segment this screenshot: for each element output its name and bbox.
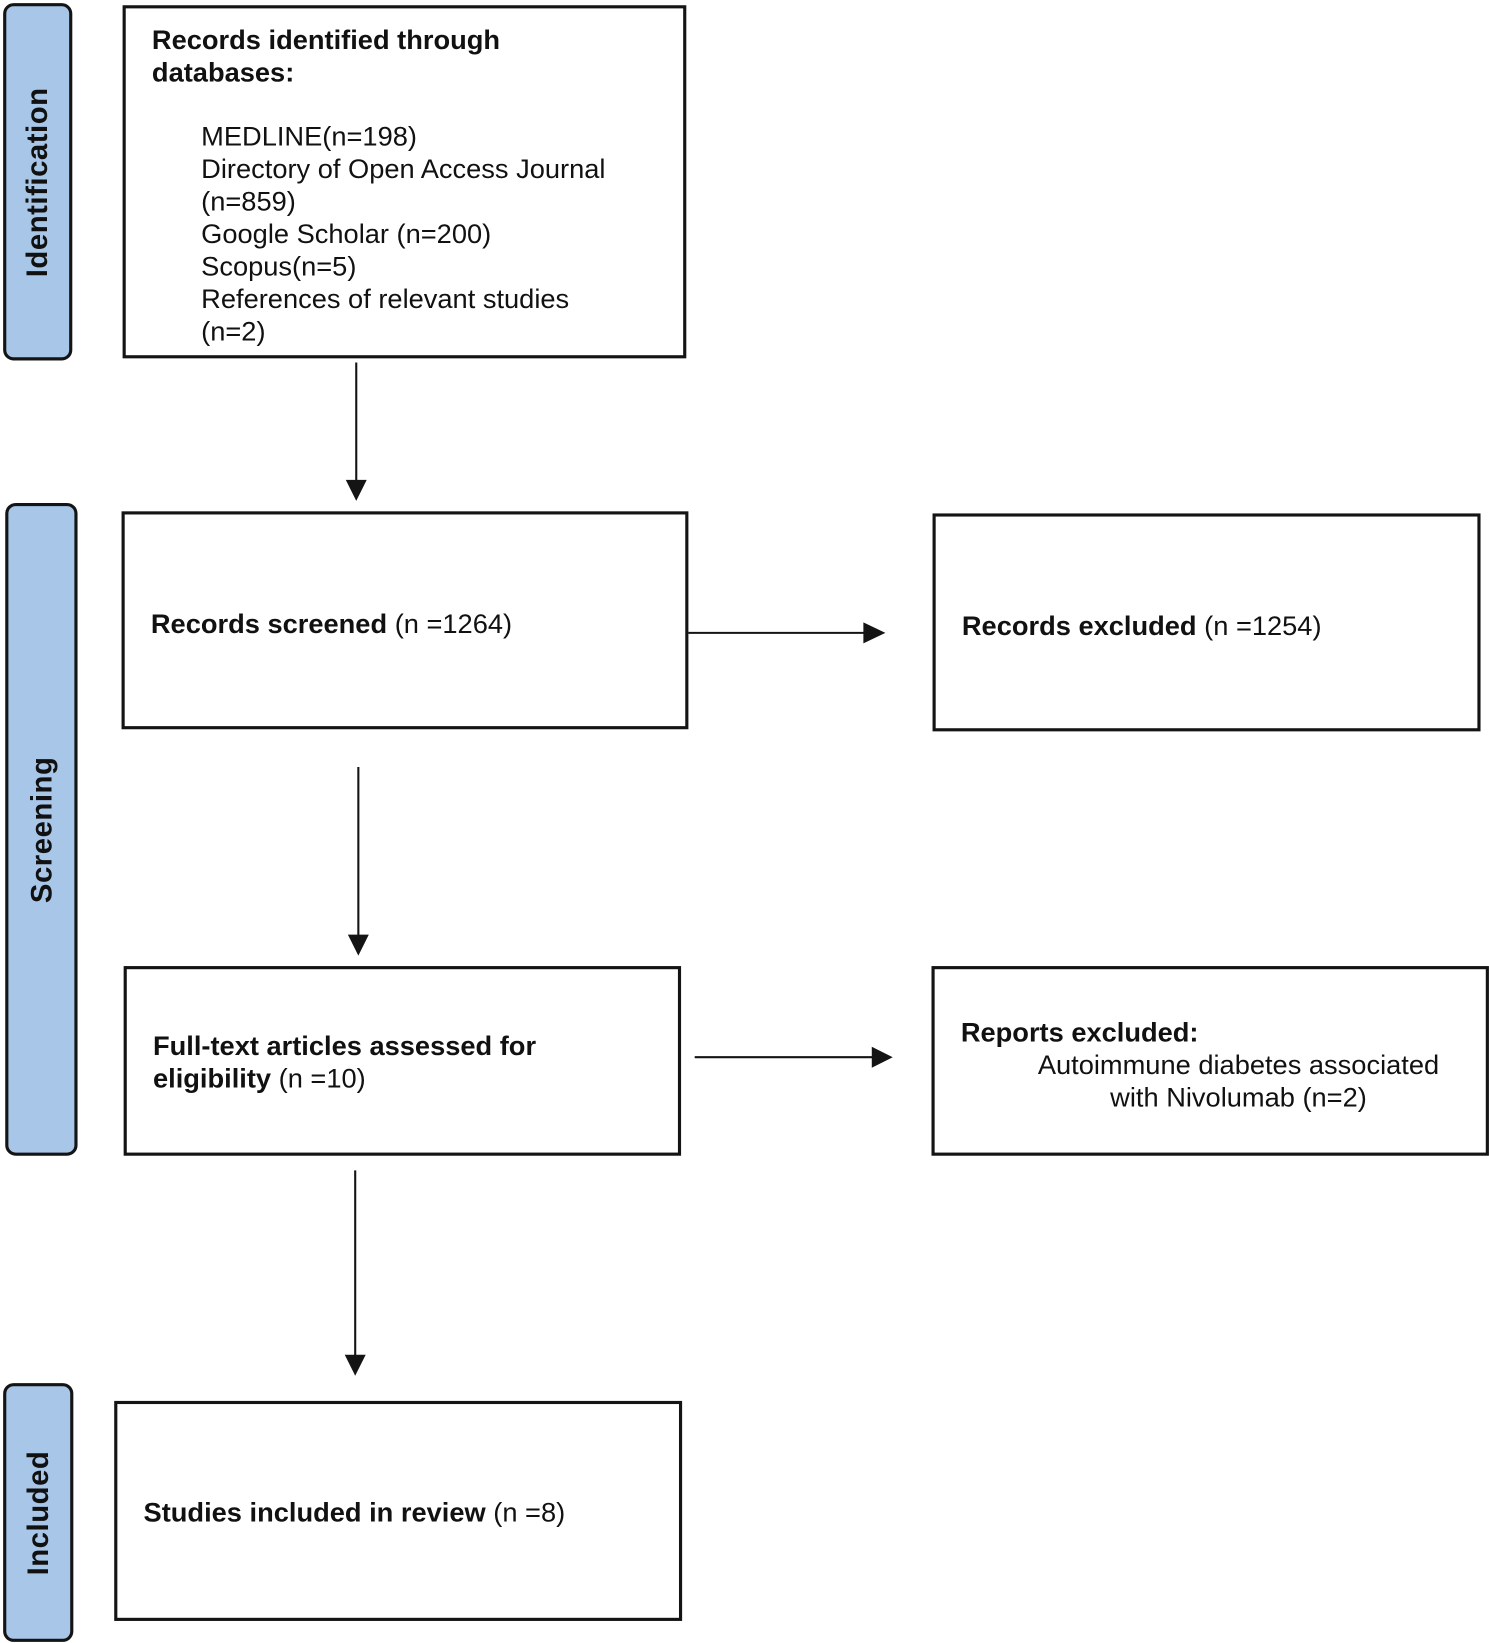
records-excluded-label: Records excluded (961, 609, 1197, 642)
fulltext-assessed-box: Full-text articles assessed for eligibil… (123, 966, 682, 1156)
reports-excluded-line2: with Nivolumab (n=2) (1110, 1081, 1367, 1113)
database-list: MEDLINE(n=198) Directory of Open Access … (201, 120, 605, 347)
arrow-screened-to-excluded (688, 622, 886, 644)
reports-excluded-reason: Autoimmune diabetes associated with Nivo… (1029, 1049, 1448, 1114)
database-item: Scopus(n=5) (201, 250, 357, 282)
identification-heading: Records identified through databases: (152, 24, 500, 89)
database-item: (n=859) (201, 185, 296, 217)
database-item: Directory of Open Access Journal (201, 152, 606, 185)
reports-excluded-line1: Autoimmune diabetes associated (1037, 1048, 1440, 1081)
records-screened-text: Records screened (n =1264) (151, 608, 512, 640)
database-item: References of relevant studies (201, 282, 570, 315)
fulltext-assessed-label-line1: Full-text articles assessed for (152, 1029, 537, 1062)
phase-identification: Identification (3, 3, 73, 361)
reports-excluded-box: Reports excluded: Autoimmune diabetes as… (931, 966, 1489, 1156)
studies-included-count: (n =8) (493, 1496, 566, 1528)
fulltext-assessed-count: (n =10) (278, 1062, 366, 1094)
arrow-identification-to-screened (345, 362, 367, 501)
phase-included: Included (3, 1383, 74, 1642)
identification-heading-line2: databases: (151, 56, 295, 89)
identification-box: Records identified through databases: ME… (122, 5, 687, 359)
identification-heading-line1: Records identified through (151, 24, 501, 56)
fulltext-assessed-text: Full-text articles assessed for eligibil… (153, 1030, 536, 1095)
records-screened-label: Records screened (150, 607, 388, 640)
studies-included-box: Studies included in review (n =8) (114, 1400, 683, 1621)
fulltext-assessed-label-line2: eligibility (152, 1062, 272, 1094)
arrow-fulltext-to-included (344, 1170, 366, 1376)
studies-included-label: Studies included in review (143, 1496, 486, 1528)
records-excluded-box: Records excluded (n =1254) (932, 513, 1481, 732)
studies-included-text: Studies included in review (n =8) (144, 1496, 566, 1528)
database-item: MEDLINE(n=198) (201, 120, 417, 152)
records-excluded-count: (n =1254) (1204, 609, 1322, 642)
records-screened-count: (n =1264) (394, 607, 513, 640)
database-item: (n=2) (201, 315, 266, 347)
records-excluded-text: Records excluded (n =1254) (962, 610, 1322, 642)
phase-screening: Screening (5, 502, 78, 1156)
arrow-screened-to-fulltext (347, 766, 369, 956)
database-item: Google Scholar (n=200) (201, 217, 492, 250)
records-screened-box: Records screened (n =1264) (121, 511, 689, 730)
arrow-fulltext-to-reports-excluded (694, 1046, 893, 1068)
reports-excluded-heading: Reports excluded: (960, 1016, 1199, 1048)
